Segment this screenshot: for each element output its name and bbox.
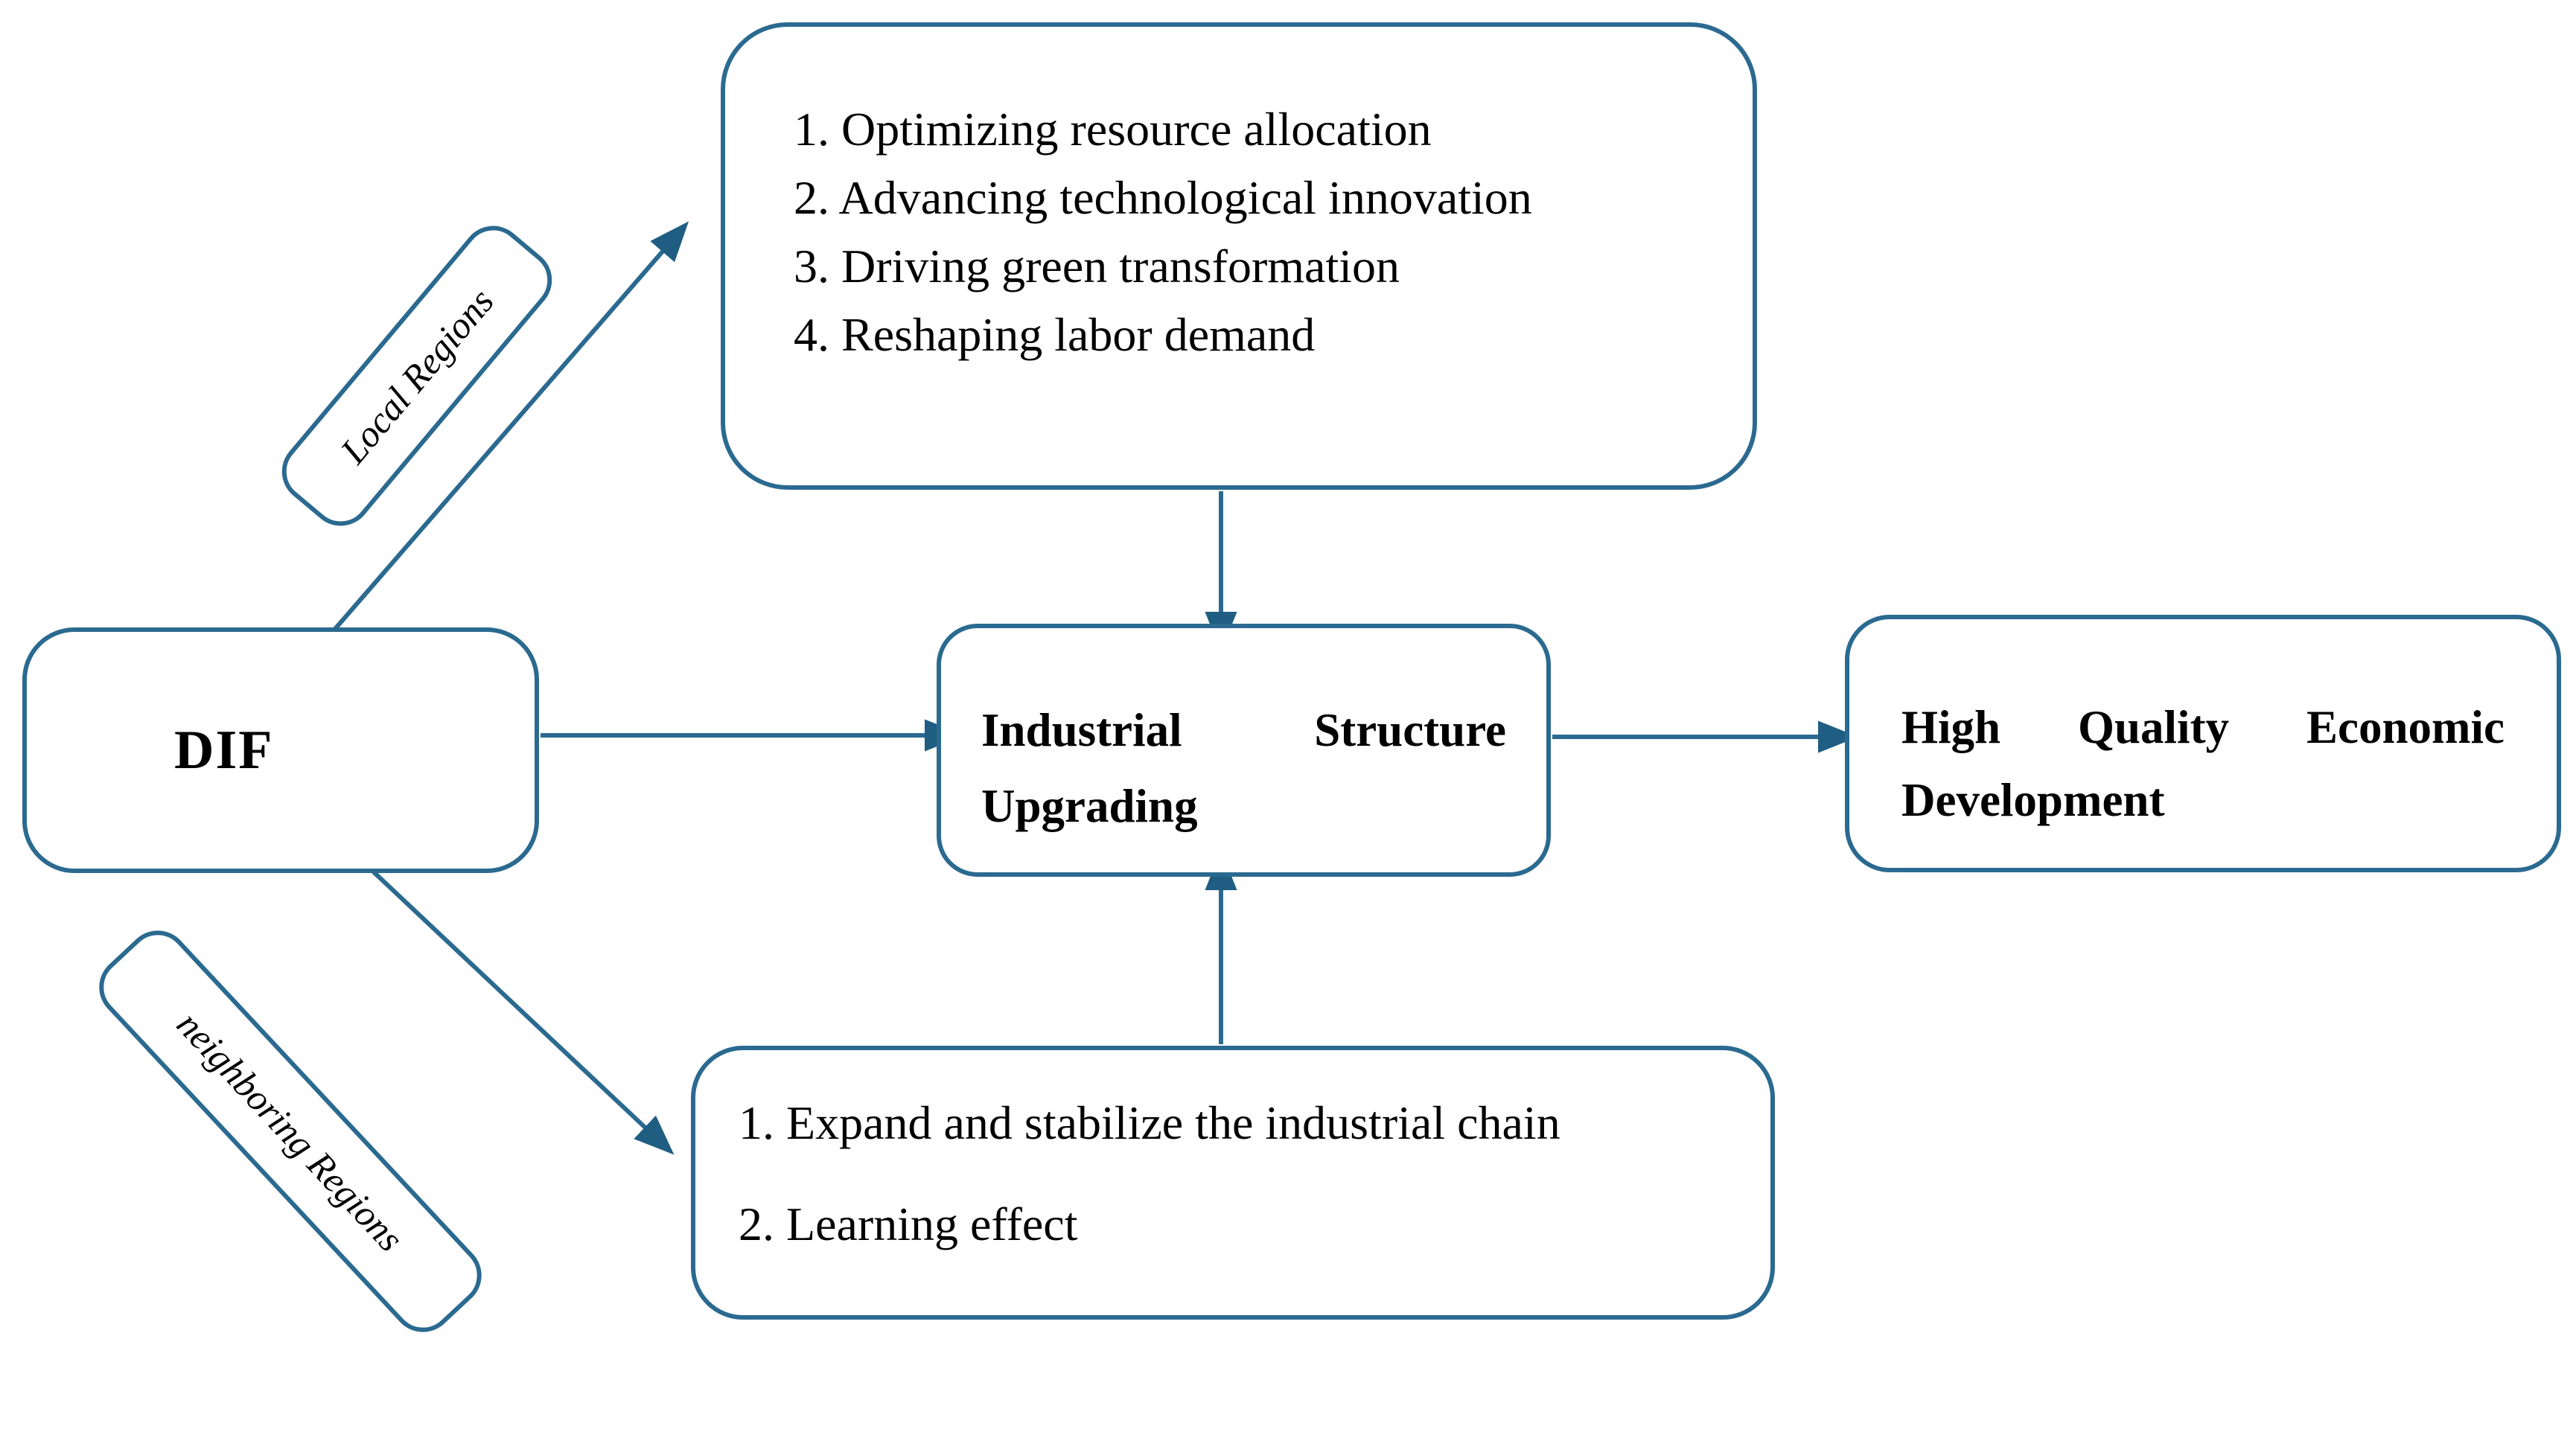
development-word: High	[1901, 701, 2001, 753]
node-high-quality-economic-development: High Quality Economic Development	[1845, 615, 2561, 872]
spillover-mechanism-item: 1. Expand and stabilize the industrial c…	[739, 1096, 1560, 1149]
development-line2: Development	[1901, 774, 2165, 826]
node-dif: DIF	[22, 627, 539, 873]
direct-mechanism-item: 1. Optimizing resource allocation	[794, 103, 1432, 156]
upgrading-line2: Upgrading	[981, 780, 1198, 832]
development-line1: High Quality Economic	[1901, 691, 2505, 764]
node-industrial-structure-upgrading: Industrial Structure Upgrading	[937, 624, 1551, 877]
spillover-mechanism-item: 2. Learning effect	[739, 1198, 1078, 1250]
direct-mechanism-item: 3. Driving green transformation	[794, 240, 1400, 293]
node-dif-label: DIF	[174, 719, 274, 781]
arrow-dif-to-direct-mechanisms	[333, 221, 689, 630]
node-direct-mechanisms: 1. Optimizing resource allocation 2. Adv…	[721, 22, 1757, 490]
upgrading-word: Structure	[1314, 704, 1506, 756]
direct-mechanism-item: 2. Advancing technological innovation	[794, 171, 1532, 224]
direct-mechanism-item: 4. Reshaping labor demand	[794, 308, 1316, 361]
development-word: Economic	[2306, 701, 2505, 753]
node-spillover-mechanisms: 1. Expand and stabilize the industrial c…	[691, 1046, 1775, 1320]
upgrading-line1: Industrial Structure	[981, 692, 1506, 768]
arrow-dif-to-spillover-mechanisms	[369, 867, 675, 1155]
development-word: Quality	[2078, 701, 2230, 753]
upgrading-word: Industrial	[981, 704, 1182, 756]
